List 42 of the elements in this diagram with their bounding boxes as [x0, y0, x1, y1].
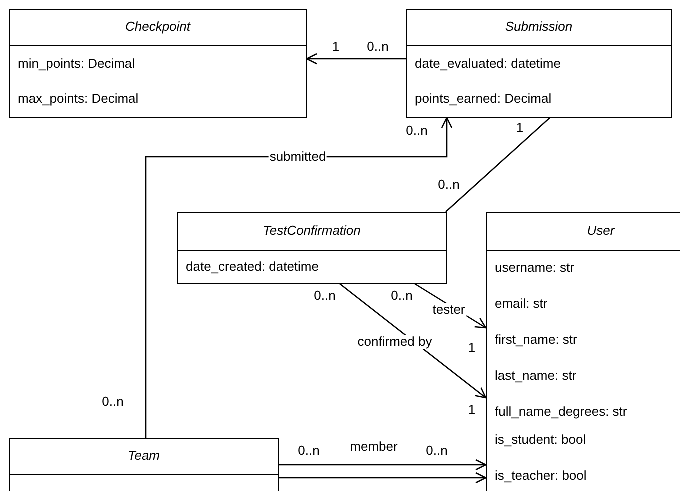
attribute-text: is_teacher: bool — [495, 468, 587, 483]
attribute-text: points_earned: Decimal — [415, 91, 552, 106]
class-box — [406, 9, 672, 118]
multiplicity-label: 0..n — [298, 444, 320, 458]
multiplicity-label: 0..n — [102, 395, 124, 409]
edge-label: member — [349, 440, 399, 454]
association-arrow — [340, 283, 487, 399]
class-box — [9, 9, 307, 118]
attribute-text: email: str — [495, 296, 548, 311]
class-name: Submission — [505, 19, 573, 34]
edge-label: submitted — [268, 150, 328, 164]
association-arrow — [306, 53, 406, 65]
multiplicity-label: 0..n — [314, 289, 336, 303]
class-name: Team — [128, 448, 160, 463]
attribute-text: date_evaluated: datetime — [415, 56, 561, 71]
association-arrow — [145, 117, 453, 438]
attribute-text: last_name: str — [495, 368, 577, 383]
edge-label: tester — [432, 303, 466, 317]
association-arrow — [279, 472, 487, 484]
class-box — [486, 212, 680, 491]
multiplicity-label: 0..n — [391, 289, 413, 303]
multiplicity-label: 1 — [332, 40, 340, 54]
class-box — [177, 212, 447, 284]
edge-label: confirmed by — [356, 335, 434, 349]
multiplicity-label: 0..n — [367, 40, 389, 54]
attribute-text: username: str — [495, 260, 574, 275]
multiplicity-label: 0..n — [406, 124, 428, 138]
multiplicity-label: 1 — [468, 403, 476, 417]
attribute-text: full_name_degrees: str — [495, 404, 628, 419]
attribute-text: is_student: bool — [495, 432, 586, 447]
multiplicity-label: 0..n — [438, 178, 460, 192]
attribute-text: date_created: datetime — [186, 259, 319, 274]
attribute-text: min_points: Decimal — [18, 56, 136, 71]
class-name: TestConfirmation — [263, 223, 361, 238]
class-name: User — [587, 223, 615, 238]
class-name: Checkpoint — [125, 19, 191, 34]
multiplicity-label: 1 — [468, 341, 476, 355]
association-arrow — [279, 459, 487, 471]
multiplicity-label: 0..n — [426, 444, 448, 458]
attribute-text: first_name: str — [495, 332, 578, 347]
attribute-text: max_points: Decimal — [18, 91, 139, 106]
multiplicity-label: 1 — [516, 121, 524, 135]
